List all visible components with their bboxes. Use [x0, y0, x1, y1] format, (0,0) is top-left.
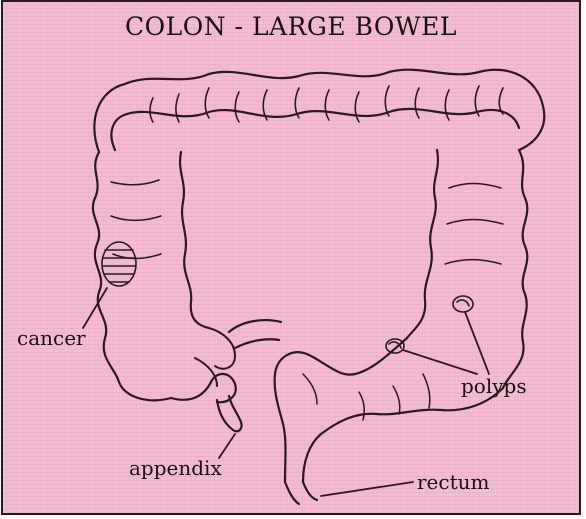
ascending-colon-inner [180, 152, 209, 328]
rectum-pointer [321, 482, 413, 496]
rectum-shape [285, 482, 317, 504]
colon-illustration [3, 2, 581, 515]
cancer-pointer [83, 288, 107, 328]
descending-colon-inner [407, 150, 438, 338]
polyp-right [453, 296, 473, 312]
sigmoid-outer [303, 388, 503, 482]
cecum-folds [195, 328, 235, 386]
cancer-label: cancer [17, 326, 86, 350]
appendix-label: appendix [129, 456, 222, 480]
descending-haustra [445, 184, 503, 265]
polyp-pointer-right [465, 312, 489, 374]
descending-colon-outer [503, 150, 527, 388]
polyp-pointer-left [403, 350, 477, 374]
sigmoid-inner [275, 338, 407, 482]
ascending-haustra [111, 180, 161, 259]
transverse-haustra [150, 86, 503, 122]
appendix-pointer [219, 434, 235, 458]
rectum-label: rectum [417, 470, 489, 494]
polyps-label: polyps [461, 374, 527, 398]
polyp-left [386, 339, 404, 353]
cecum [171, 374, 236, 402]
ileum [229, 320, 281, 348]
transverse-colon-inner [111, 109, 519, 150]
cancer-mass [102, 242, 136, 286]
